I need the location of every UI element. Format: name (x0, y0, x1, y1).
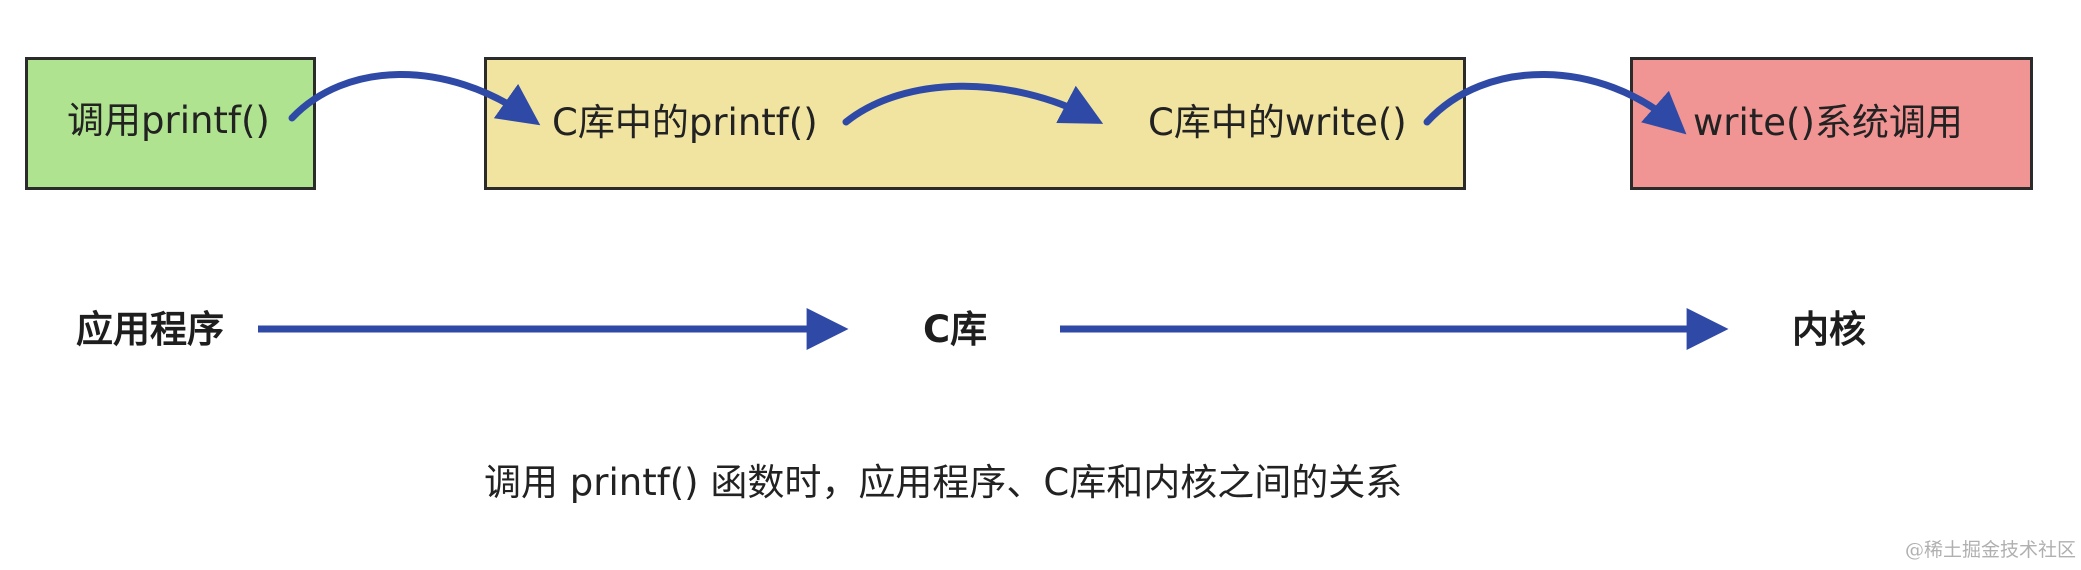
clib-write-label: C库中的write() (1148, 101, 1407, 144)
c-library-layer-label: C库 (923, 308, 988, 351)
curved-arrow-app-to-clib (288, 71, 541, 126)
application-layer-label: 应用程序 (76, 308, 224, 351)
write-syscall-label: write()系统调用 (1693, 101, 1963, 144)
clib-printf-label: C库中的printf() (552, 101, 818, 144)
curved-arrow-printf-to-write (842, 82, 1104, 126)
diagram-caption: 调用 printf() 函数时，应用程序、C库和内核之间的关系 (484, 461, 1403, 504)
kernel-box (1630, 57, 2033, 190)
watermark: @稀土掘金技术社区 (1904, 539, 2076, 561)
c-library-box (484, 57, 1466, 190)
kernel-layer-label: 内核 (1792, 308, 1866, 351)
curved-arrow-clib-to-kernel (1423, 71, 1687, 135)
application-box (25, 57, 316, 190)
call-printf-label: 调用printf() (67, 99, 270, 142)
